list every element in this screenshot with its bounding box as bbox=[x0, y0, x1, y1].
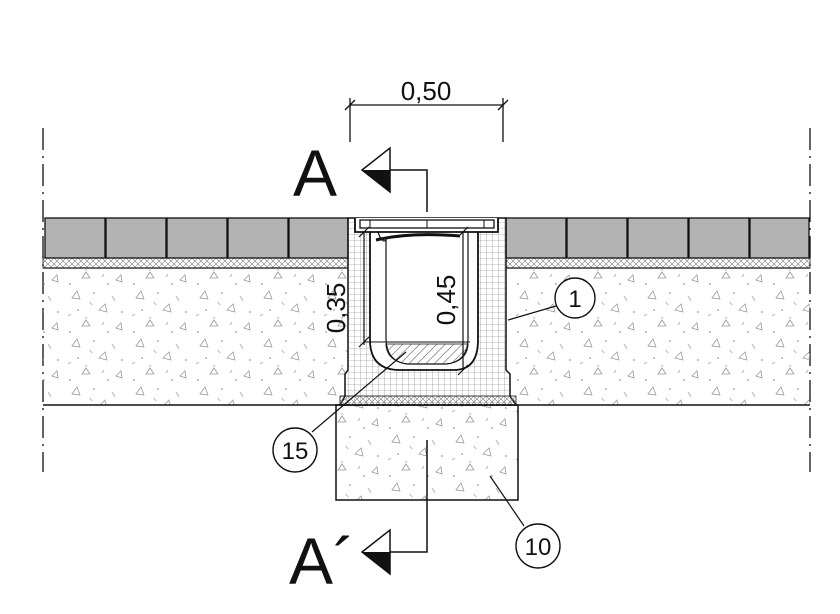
paver bbox=[44, 217, 106, 259]
paving-stones bbox=[44, 217, 810, 259]
svg-text:1: 1 bbox=[568, 286, 581, 313]
paver bbox=[166, 217, 228, 259]
depth-inner-label: 0,45 bbox=[431, 275, 461, 326]
section-label-top: A bbox=[293, 136, 337, 210]
sediment-hatch bbox=[385, 343, 469, 365]
callout-10: 10 bbox=[515, 523, 561, 569]
paver bbox=[288, 217, 349, 259]
callout-leaders bbox=[311, 305, 557, 527]
paver bbox=[749, 217, 810, 259]
paver bbox=[688, 217, 750, 259]
drainage-channel bbox=[364, 228, 479, 371]
callout-1: 1 bbox=[554, 277, 596, 319]
paver bbox=[227, 217, 289, 259]
grating bbox=[354, 218, 499, 242]
depth-outer-label: 0,35 bbox=[321, 283, 351, 334]
svg-text:15: 15 bbox=[282, 438, 309, 465]
paver bbox=[105, 217, 167, 259]
svg-text:10: 10 bbox=[525, 534, 552, 561]
section-label-bottom: A´ bbox=[289, 524, 355, 598]
depth-dimensions bbox=[358, 226, 469, 376]
paver bbox=[505, 217, 567, 259]
paver bbox=[566, 217, 628, 259]
callout-15: 15 bbox=[272, 427, 318, 473]
width-dimension bbox=[344, 98, 509, 142]
section-cut-line bbox=[388, 169, 428, 553]
width-dimension-label: 0,50 bbox=[401, 76, 452, 106]
paver bbox=[627, 217, 689, 259]
